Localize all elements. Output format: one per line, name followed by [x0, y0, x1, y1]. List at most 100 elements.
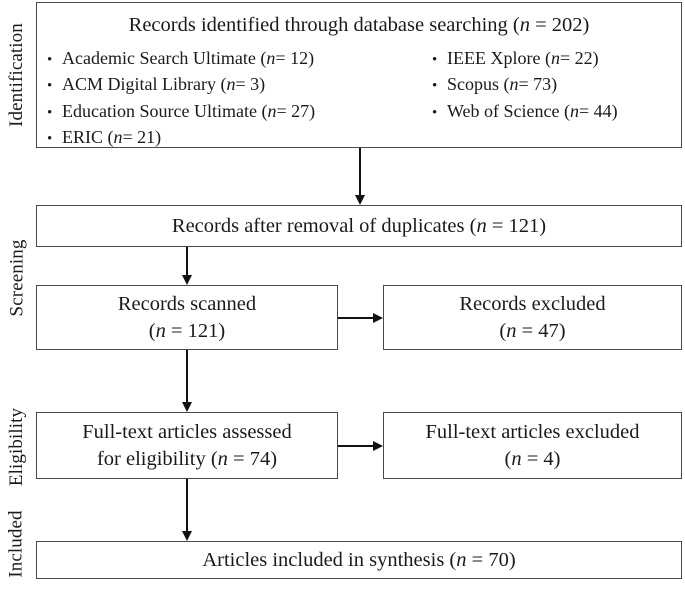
stage-label-included-text: Included — [6, 510, 27, 578]
source-count: = 44) — [579, 100, 618, 121]
italic-n: n — [476, 214, 487, 237]
italic-n: n — [217, 447, 228, 470]
title-prefix: Records identified through database sear… — [128, 14, 520, 36]
italic-n: n — [509, 74, 519, 95]
source-count: = 3) — [235, 74, 266, 95]
arrow-head-icon — [181, 531, 192, 541]
line-suffix: = 121) — [165, 319, 226, 342]
list-item: • ERIC (n = 21) — [47, 124, 432, 150]
box-articles-included-text: Articles included in synthesis (n = 70) — [37, 547, 681, 574]
italic-n: n — [456, 548, 467, 571]
arrow-head-icon — [181, 402, 192, 412]
bullet-icon: • — [47, 78, 53, 95]
source-database-columns: • Academic Search Ultimate (n = 12) • AC… — [37, 45, 681, 150]
box-fulltext-excluded: Full-text articles excluded (n = 4) — [383, 412, 682, 479]
italic-n: n — [519, 14, 530, 36]
source-name: ACM Digital Library — [62, 74, 216, 95]
stage-label-identification: Identification — [0, 2, 34, 148]
bullet-icon: • — [432, 104, 438, 121]
stage-label-eligibility: Eligibility — [0, 392, 34, 502]
stage-label-eligibility-text: Eligibility — [6, 407, 28, 487]
source-name: Education Source Ultimate — [62, 100, 257, 121]
box-records-identified-title: Records identified through database sear… — [37, 13, 681, 38]
arrow-shaft — [185, 350, 189, 402]
list-item: • ACM Digital Library (n = 3) — [47, 71, 432, 97]
arrow-head-icon — [354, 195, 365, 205]
box-records-scanned-line2: (n = 121) — [37, 318, 337, 345]
box-records-after-duplicates: Records after removal of duplicates (n =… — [36, 205, 682, 247]
bullet-icon: • — [47, 130, 53, 147]
box-fulltext-assessed-line1: Full-text articles assessed — [82, 420, 292, 443]
line-suffix: = 74) — [227, 447, 278, 470]
box-records-after-duplicates-text: Records after removal of duplicates (n =… — [37, 213, 681, 240]
arrow-head-icon — [373, 312, 383, 323]
source-name: IEEE Xplore — [447, 48, 541, 68]
box-records-scanned: Records scanned (n = 121) — [36, 285, 338, 350]
box-records-identified: Records identified through database sear… — [36, 2, 682, 148]
bullet-icon: • — [432, 52, 438, 68]
title-suffix: = 202) — [529, 14, 590, 36]
italic-n: n — [226, 74, 236, 95]
stage-label-identification-text: Identification — [6, 23, 27, 127]
source-column-left: • Academic Search Ultimate (n = 12) • AC… — [47, 45, 432, 150]
source-paren-open: ( — [499, 74, 510, 95]
arrow-shaft — [185, 247, 189, 275]
line-prefix: for eligibility ( — [96, 447, 218, 470]
list-item: • Scopus (n = 73) — [432, 71, 667, 97]
source-count: = 21) — [122, 126, 162, 147]
box-records-excluded: Records excluded (n = 47) — [383, 285, 682, 350]
box-fulltext-excluded-line1: Full-text articles excluded — [425, 420, 640, 443]
line-suffix: = 70) — [466, 548, 516, 571]
italic-n: n — [267, 100, 277, 121]
box-fulltext-assessed: Full-text articles assessed for eligibil… — [36, 412, 338, 479]
box-records-excluded-line2: (n = 47) — [384, 318, 681, 345]
source-name: Academic Search Ultimate — [62, 48, 256, 68]
italic-n: n — [155, 319, 166, 342]
list-item: • IEEE Xplore (n = 22) — [432, 45, 667, 71]
box-fulltext-excluded-line2: (n = 4) — [384, 446, 681, 473]
arrow-shaft — [358, 148, 362, 195]
source-count: = 27) — [276, 100, 316, 121]
source-paren-open: ( — [103, 126, 114, 147]
arrow-fulltext-to-included — [177, 479, 197, 541]
italic-n: n — [266, 48, 276, 68]
line-suffix: = 121) — [486, 214, 547, 237]
line-suffix: = 4) — [521, 447, 561, 470]
arrow-head-icon — [373, 440, 383, 451]
source-count: = 73) — [518, 74, 558, 95]
source-paren-open: ( — [559, 100, 570, 121]
italic-n: n — [113, 126, 123, 147]
line-prefix: ( — [504, 447, 512, 470]
arrow-duplicates-to-scanned — [177, 247, 197, 285]
source-paren-open: ( — [256, 100, 268, 121]
arrow-shaft — [338, 316, 375, 320]
line-prefix: Records after removal of duplicates ( — [171, 214, 477, 237]
box-records-excluded-line1: Records excluded — [459, 292, 606, 315]
arrow-shaft — [185, 479, 189, 531]
source-paren-open: ( — [540, 48, 551, 68]
source-count: = 12) — [275, 48, 315, 68]
stage-label-screening: Screening — [0, 203, 34, 353]
source-name: Web of Science — [447, 100, 560, 121]
line-prefix: ( — [148, 319, 156, 342]
box-fulltext-assessed-line2: for eligibility (n = 74) — [37, 446, 337, 473]
arrow-fulltext-assessed-to-excluded — [338, 436, 383, 456]
stage-label-included: Included — [0, 495, 34, 593]
source-count: = 22) — [559, 48, 599, 68]
bullet-icon: • — [47, 52, 53, 68]
arrow-scanned-to-fulltext-assessed — [177, 350, 197, 412]
bullet-icon: • — [432, 78, 438, 95]
italic-n: n — [550, 48, 560, 68]
stage-label-screening-text: Screening — [6, 239, 27, 317]
arrow-scanned-to-records-excluded — [338, 308, 383, 328]
line-suffix: = 47) — [516, 319, 566, 342]
bullet-icon: • — [47, 104, 53, 121]
line-prefix: Articles included in synthesis ( — [202, 548, 457, 571]
italic-n: n — [570, 100, 579, 121]
source-column-right: • IEEE Xplore (n = 22) • Scopus (n = 73)… — [432, 45, 667, 124]
arrow-head-icon — [181, 275, 192, 285]
italic-n: n — [511, 447, 522, 470]
list-item: • Education Source Ultimate (n = 27) — [47, 98, 432, 124]
arrow-shaft — [338, 444, 375, 448]
